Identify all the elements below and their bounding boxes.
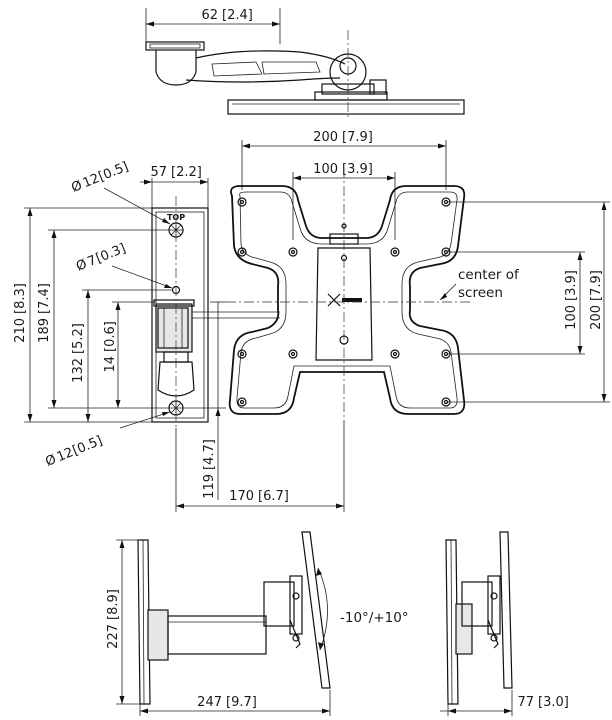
side-view-extended: -10°/+10° 227 [8.9] 247 [9.7] xyxy=(106,531,409,716)
dim-wall-plate-height-mm: 210 xyxy=(13,318,28,343)
dim-bottom-hole-inch: [0.5] xyxy=(71,433,105,458)
dim-wall-plate-width-mm: 57 xyxy=(150,165,167,180)
dim-hole-to-center: 119 [4.7] xyxy=(202,439,217,499)
front-view-wall-plate: 57 [2.2] TOP Ø 12 [0.5] xyxy=(13,159,345,512)
dim-arm-offset: 14 [0.6] xyxy=(103,321,118,372)
dim-bottom-hole-diameter: Ø 12 [0.5] xyxy=(43,433,104,469)
dim-hole-to-center-mm: 119 xyxy=(202,474,217,499)
dim-hole-to-center-inch: [4.7] xyxy=(202,439,217,470)
dim-bottom-to-arm-inch: [5.2] xyxy=(71,323,86,354)
center-of-screen-line1: center of xyxy=(458,267,520,283)
dim-top-hole-mm: 12 xyxy=(81,171,102,191)
tilt-range-label: -10°/+10° xyxy=(340,610,409,626)
dim-hole-to-hole-mm: 189 xyxy=(37,318,52,343)
dim-top-hole-diameter: Ø 12 [0.5] xyxy=(69,159,130,195)
dim-max-depth: 247 [9.7] xyxy=(197,695,257,710)
dim-wall-to-center-mm: 170 xyxy=(229,489,254,504)
dim-plate-outer-v-inch: [7.9] xyxy=(589,270,604,301)
dim-plate-inner-v-mm: 100 xyxy=(564,305,579,330)
dim-wall-plate-height-inch: [8.3] xyxy=(13,283,28,314)
dim-mid-hole-inch: [0.3] xyxy=(94,241,128,266)
dim-plate-inner-h-mm: 100 xyxy=(313,162,338,177)
dim-plate-outer-h-inch: [7.9] xyxy=(342,130,373,145)
dim-hole-to-hole-inch: [7.4] xyxy=(37,283,52,314)
dim-top-hole-inch: [0.5] xyxy=(97,159,131,184)
dim-min-depth-mm: 77 xyxy=(517,695,534,710)
dim-wall-plate-width-inch: [2.2] xyxy=(171,165,202,180)
front-view-screen-plate: 200 [7.9] 100 [3.9] xyxy=(226,130,610,418)
dim-arm-offset-inch: [0.6] xyxy=(103,321,118,352)
top-view: 62 [2.4] xyxy=(145,8,465,118)
side-view-folded: 77 [3.0] xyxy=(440,531,569,716)
dim-side-height-mm: 227 xyxy=(106,624,121,649)
dim-side-height-inch: [8.9] xyxy=(106,589,121,620)
dim-plate-outer-v-mm: 200 xyxy=(589,305,604,330)
center-of-screen-line2: screen xyxy=(458,285,503,301)
dim-arm-offset-mm: 14 xyxy=(103,356,118,373)
dim-wall-plate-width: 57 [2.2] xyxy=(150,165,201,180)
dim-plate-inner-h-inch: [3.9] xyxy=(342,162,373,177)
dim-max-depth-mm: 247 xyxy=(197,695,222,710)
dim-hole-to-hole: 189 [7.4] xyxy=(37,283,52,343)
dim-max-depth-inch: [9.7] xyxy=(226,695,257,710)
dim-bottom-hole-mm: 12 xyxy=(55,445,76,465)
dim-plate-inner-h: 100 [3.9] xyxy=(313,162,373,177)
dim-plate-outer-h: 200 [7.9] xyxy=(313,130,373,145)
dim-plate-inner-v: 100 [3.9] xyxy=(564,270,579,330)
dim-wall-to-center: 170 [6.7] xyxy=(229,489,289,504)
dim-plate-outer-h-mm: 200 xyxy=(313,130,338,145)
brand-logo xyxy=(327,293,362,307)
center-of-screen-label: center of screen xyxy=(439,267,520,301)
dim-mid-hole-diameter: Ø 7 [0.3] xyxy=(74,241,128,274)
dim-wall-plate-height: 210 [8.3] xyxy=(13,283,28,343)
dim-top-depth: 62 [2.4] xyxy=(201,8,252,23)
dim-bottom-to-arm-mm: 132 xyxy=(71,358,86,383)
dim-top-depth-inch: [2.4] xyxy=(222,8,253,23)
dim-min-depth: 77 [3.0] xyxy=(517,695,568,710)
dim-top-depth-mm: 62 xyxy=(201,8,218,23)
dim-bottom-to-arm: 132 [5.2] xyxy=(71,323,86,383)
dim-min-depth-inch: [3.0] xyxy=(538,695,569,710)
dim-side-height: 227 [8.9] xyxy=(106,589,121,649)
dim-plate-outer-v: 200 [7.9] xyxy=(589,270,604,330)
dim-wall-to-center-inch: [6.7] xyxy=(258,489,289,504)
dim-plate-inner-v-inch: [3.9] xyxy=(564,270,579,301)
